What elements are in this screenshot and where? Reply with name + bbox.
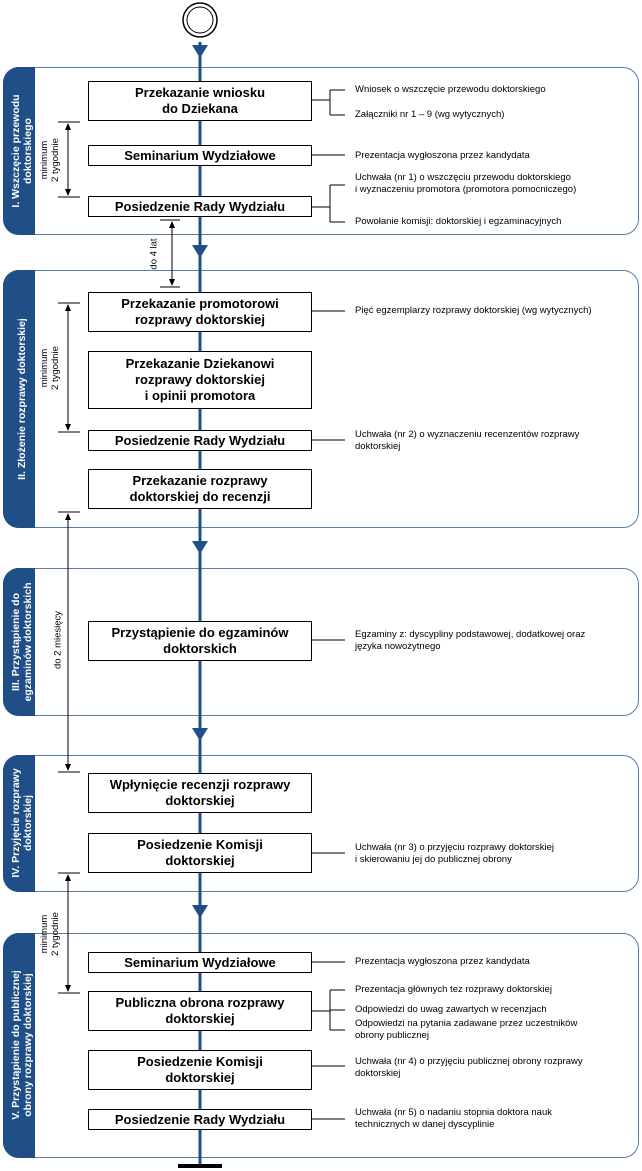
duration-label-1: minimum 2 tygodnie	[39, 138, 61, 182]
note-committees: Powołanie komisji: doktorskiej i egzamin…	[355, 216, 562, 227]
step-committee-meeting-1: Posiedzenie Komisji doktorskiej	[88, 833, 312, 873]
step-hand-to-dean: Przekazanie Dziekanowi rozprawy doktorsk…	[88, 351, 312, 409]
step-public-defense: Publiczna obrona rozprawy doktorskiej	[88, 991, 312, 1031]
phase-1-tab: I. Wszczęcie przewodu doktorskiego	[3, 67, 35, 235]
step-hand-to-supervisor: Przekazanie promotorowi rozprawy doktors…	[88, 292, 312, 332]
note-resolution-3: Uchwała (nr 3) o przyjęciu rozprawy dokt…	[355, 842, 555, 865]
note-five-copies: Pięć egzemplarzy rozprawy doktorskiej (w…	[355, 305, 592, 316]
note-exams: Egzaminy z: dyscypliny podstawowej, doda…	[355, 629, 586, 652]
step-faculty-seminar-1: Seminarium Wydziałowe	[88, 145, 312, 166]
step-submit-application: Przekazanie wniosku do Dziekana	[88, 81, 312, 121]
note-attachments: Załączniki nr 1 – 9 (wg wytycznych)	[355, 109, 505, 120]
note-application: Wniosek o wszczęcie przewodu doktorskieg…	[355, 84, 546, 95]
note-presentation-2: Prezentacja wygłoszona przez kandydata	[355, 956, 530, 967]
note-presentation-1: Prezentacja wygłoszona przez kandydata	[355, 150, 530, 161]
phase-5-tab: V. Przystąpienie do publicznej obrony ro…	[3, 933, 35, 1158]
phase-2-tab: II. Złożenie rozprawy doktorskiej	[3, 270, 35, 528]
note-brackets	[312, 89, 345, 1120]
duration-arrows	[58, 121, 180, 994]
duration-label-2: do 4 lat	[148, 238, 160, 270]
step-committee-meeting-2: Posiedzenie Komisji doktorskiej	[88, 1050, 312, 1090]
step-faculty-council-2: Posiedzenie Rady Wydziału	[88, 430, 312, 451]
note-resolution-2: Uchwała (nr 2) o wyznaczeniu recenzentów…	[355, 429, 580, 452]
step-faculty-seminar-2: Seminarium Wydziałowe	[88, 952, 312, 973]
note-review-answers: Odpowiedzi do uwag zawartych w recenzjac…	[355, 1004, 547, 1015]
duration-label-5: minimum 2 tygodnie	[39, 912, 61, 956]
step-faculty-council-3: Posiedzenie Rady Wydziału	[88, 1109, 312, 1130]
note-resolution-4: Uchwała (nr 4) o przyjęciu publicznej ob…	[355, 1056, 583, 1079]
note-question-answers: Odpowiedzi na pytania zadawane przez ucz…	[355, 1018, 578, 1041]
duration-label-4: do 2 miesięcy	[52, 610, 64, 670]
step-faculty-council-1: Posiedzenie Rady Wydziału	[88, 196, 312, 217]
phase-4-tab: IV. Przyjęcie rozprawy doktorskiej	[3, 755, 35, 892]
step-doctoral-exams: Przystąpienie do egzaminów doktorskich	[88, 621, 312, 661]
phase-3-tab: III. Przystąpienie do egzaminów doktorsk…	[3, 568, 35, 716]
note-resolution-5: Uchwała (nr 5) o nadaniu stopnia doktora…	[355, 1107, 552, 1130]
flow-arrows	[192, 45, 208, 918]
step-send-to-review: Przekazanie rozprawy doktorskiej do rece…	[88, 469, 312, 509]
duration-label-3: minimum 2 tygodnie	[39, 346, 61, 390]
note-resolution-1: Uchwała (nr 1) o wszczęciu przewodu dokt…	[355, 172, 577, 195]
step-reviews-received: Wpłynięcie recenzji rozprawy doktorskiej	[88, 773, 312, 813]
note-main-theses: Prezentacja głównych tez rozprawy doktor…	[355, 984, 552, 995]
